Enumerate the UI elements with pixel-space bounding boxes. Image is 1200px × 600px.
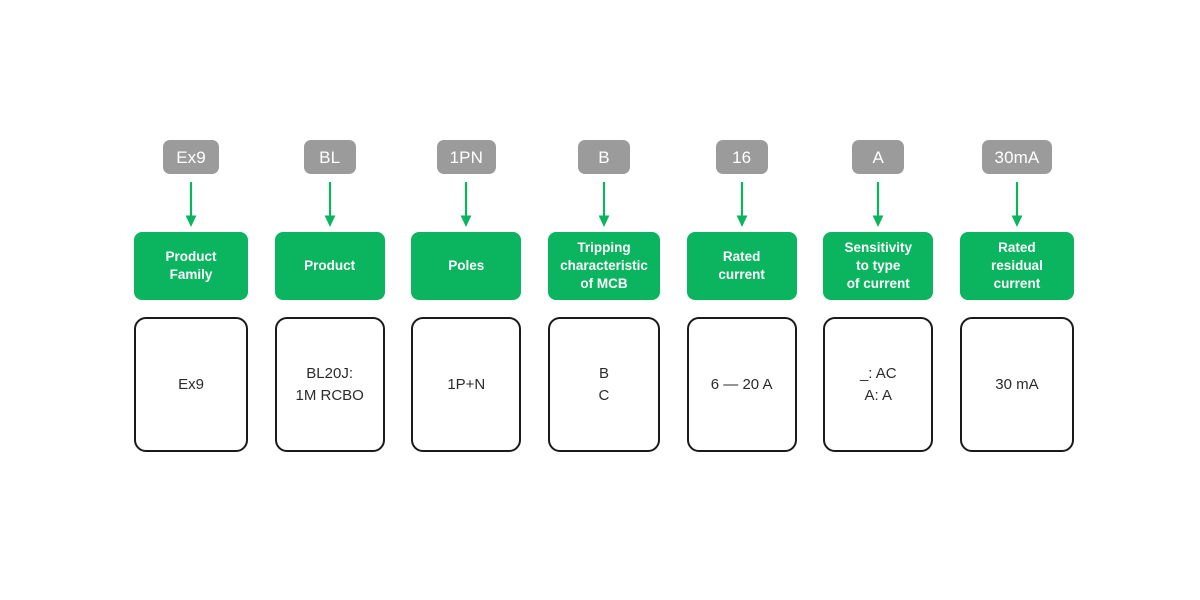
down-arrow-icon [871, 174, 885, 232]
code-badge[interactable]: 1PN [436, 140, 496, 174]
code-badge[interactable]: 16 [715, 140, 768, 174]
code-column: 1PN Poles 1P+N [411, 140, 522, 452]
field-value-text: 30 mA [995, 375, 1039, 393]
field-label-box: Product [274, 232, 385, 300]
field-value-box: 30 mA [959, 317, 1074, 452]
code-badge[interactable]: A [852, 140, 905, 174]
field-value-box: Ex9 [134, 317, 248, 452]
field-value-box: 1P+N [411, 317, 522, 452]
down-arrow-icon [597, 174, 611, 232]
down-arrow-icon [735, 174, 749, 232]
field-label-text: Product [304, 258, 356, 274]
code-badge[interactable]: B [577, 140, 630, 174]
code-badge[interactable]: 30mA [981, 140, 1053, 174]
field-label-text: Poles [448, 258, 485, 274]
code-badge[interactable]: Ex9 [163, 140, 219, 174]
field-label-box: Poles [411, 232, 522, 300]
field-value-box: BL20J:1M RCBO [274, 317, 385, 452]
down-arrow-icon [459, 174, 473, 232]
field-value-text: 1P+N [447, 375, 486, 393]
down-arrow-icon [1010, 174, 1024, 232]
down-arrow-icon [184, 174, 198, 232]
field-value-box: 6 — 20 A [686, 317, 797, 452]
field-value-text: Ex9 [178, 375, 204, 393]
code-badge[interactable]: BL [303, 140, 356, 174]
field-value-text: 6 — 20 A [710, 375, 773, 393]
down-arrow-icon [323, 174, 337, 232]
field-value-text: BL20J:1M RCBO [295, 364, 364, 404]
